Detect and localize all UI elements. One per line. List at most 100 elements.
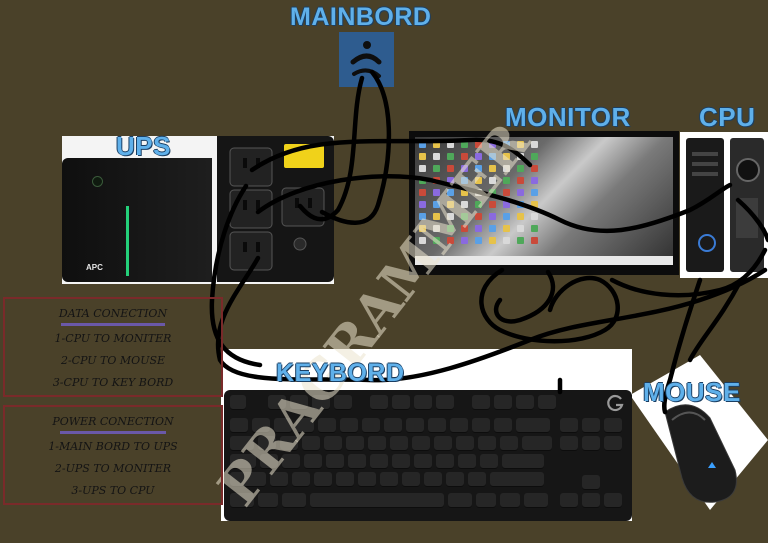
desktop-icon — [489, 165, 496, 172]
desktop-icon — [531, 153, 538, 160]
desktop-icon — [475, 177, 482, 184]
desktop-icon — [461, 213, 468, 220]
desktop-icon — [475, 225, 482, 232]
desktop-icon — [419, 153, 426, 160]
keyboard-key — [230, 454, 256, 469]
keyboard-key — [582, 493, 600, 508]
keyboard-key — [336, 472, 354, 487]
desktop-icon — [475, 201, 482, 208]
desktop-icon — [447, 189, 454, 196]
keyboard-key — [448, 493, 472, 508]
keys — [224, 390, 632, 521]
desktop-icon — [489, 177, 496, 184]
desktop-icon — [489, 237, 496, 244]
keyboard-key — [490, 472, 544, 487]
keyboard-key — [252, 418, 270, 433]
desktop-icon — [433, 201, 440, 208]
keyboard-key — [402, 472, 420, 487]
cpu-back — [730, 138, 764, 272]
keyboard-key — [538, 395, 556, 410]
desktop-icon — [419, 225, 426, 232]
keyboard-key — [390, 436, 408, 451]
keyboard-key — [582, 418, 600, 433]
desktop-icon — [531, 201, 538, 208]
keyboard-key — [290, 395, 308, 410]
keyboard-key — [560, 418, 578, 433]
keyboard-key — [230, 472, 266, 487]
keyboard-key — [282, 493, 306, 508]
keyboard-key — [268, 395, 286, 410]
power-connection-item: 1-MAIN BORD TO UPS — [48, 440, 178, 453]
keyboard-key — [516, 418, 550, 433]
desktop-icon — [489, 225, 496, 232]
desktop-icon — [447, 237, 454, 244]
keyboard-key — [582, 475, 600, 490]
keyboard-key — [458, 454, 476, 469]
desktop-icon — [447, 225, 454, 232]
desktop-icon — [489, 141, 496, 148]
keyboard-key — [524, 493, 548, 508]
keyboard-key — [310, 493, 444, 508]
power-socket-icon — [350, 41, 382, 78]
monitor-label: MONITOR — [505, 102, 631, 132]
keyboard — [224, 390, 632, 521]
desktop-icon — [461, 153, 468, 160]
cpu-label: CPU — [699, 102, 756, 132]
keyboard-key — [346, 436, 364, 451]
desktop-icon — [517, 213, 524, 220]
desktop-icon — [433, 237, 440, 244]
desktop-icon — [503, 225, 510, 232]
power-connection-item: 3-UPS TO CPU — [71, 484, 155, 497]
data-connection-panel: DATA CONECTION 1-CPU TO MONITER 2-CPU TO… — [3, 297, 223, 397]
desktop-icon — [461, 141, 468, 148]
ups-front — [62, 158, 212, 282]
desktop-icon — [503, 237, 510, 244]
desktop-icon — [503, 165, 510, 172]
desktop-icon — [475, 237, 482, 244]
desktop-icon — [531, 189, 538, 196]
keyboard-key — [230, 395, 246, 410]
desktop-icon — [531, 165, 538, 172]
keyboard-key — [582, 436, 600, 451]
keyboard-key — [348, 454, 366, 469]
keyboard-key — [392, 454, 410, 469]
keyboard-key — [230, 493, 254, 508]
desktop-icon — [419, 213, 426, 220]
keyboard-key — [436, 454, 454, 469]
desktop-icon — [461, 189, 468, 196]
desktop-icon — [461, 177, 468, 184]
desktop-icon — [531, 237, 538, 244]
keyboard-key — [380, 472, 398, 487]
keyboard-key — [412, 436, 430, 451]
desktop-icon — [433, 141, 440, 148]
desktop-icon — [433, 153, 440, 160]
power-connection-title: POWER CONECTION — [52, 415, 174, 428]
desktop-icon — [447, 141, 454, 148]
keyboard-key — [428, 418, 446, 433]
keyboard-key — [450, 418, 468, 433]
desktop-icon — [447, 165, 454, 172]
keyboard-key — [334, 395, 352, 410]
desktop-icon — [475, 213, 482, 220]
keyboard-key — [406, 418, 424, 433]
desktop-icon — [503, 153, 510, 160]
keyboard-key — [560, 436, 578, 451]
keyboard-key — [494, 418, 512, 433]
logitech-g-icon — [607, 394, 624, 412]
power-connection-underline — [60, 431, 166, 434]
keyboard-key — [502, 454, 544, 469]
keyboard-key — [384, 418, 402, 433]
keyboard-key — [318, 418, 336, 433]
power-connection-panel: POWER CONECTION 1-MAIN BORD TO UPS 2-UPS… — [3, 405, 223, 505]
desktop-icon — [489, 153, 496, 160]
desktop-icon — [531, 213, 538, 220]
desktop-icon — [503, 189, 510, 196]
desktop-icon — [475, 165, 482, 172]
keyboard-key — [260, 454, 278, 469]
desktop-icon — [517, 225, 524, 232]
desktop-icon — [419, 165, 426, 172]
desktop-icon — [433, 189, 440, 196]
cpu-front — [686, 138, 724, 272]
